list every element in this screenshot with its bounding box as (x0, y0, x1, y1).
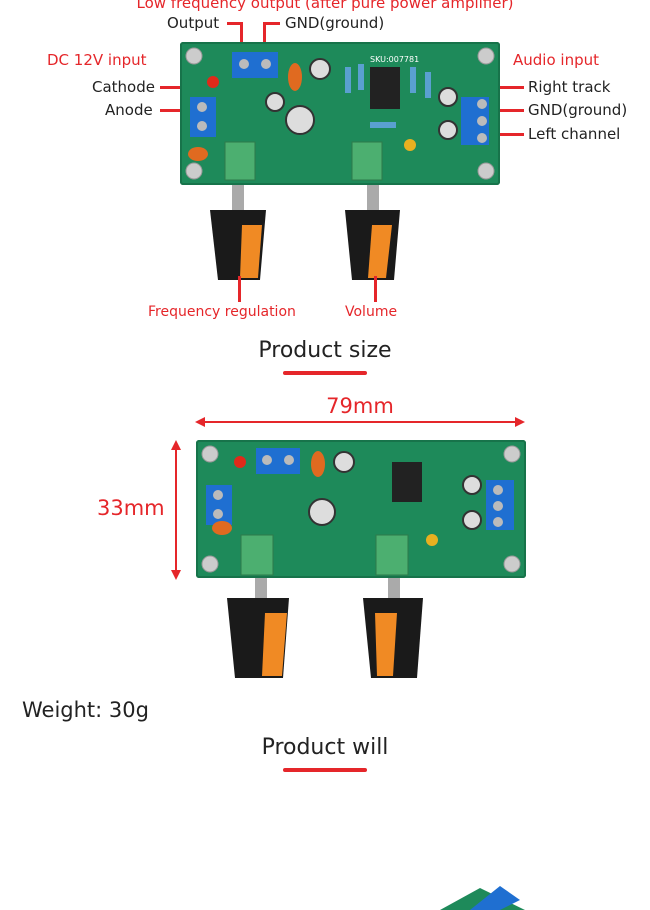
pcb-components: SKU:007781 (185, 47, 495, 181)
width-arrow (195, 417, 525, 427)
label-anode: Anode (105, 101, 153, 119)
label-frequency-regulation: Frequency regulation (148, 304, 296, 320)
height-dimension-label: 33mm (97, 496, 165, 520)
board-sku: SKU:007781 (370, 55, 419, 64)
knobs-image-2 (227, 578, 423, 678)
pcb-components-2 (201, 445, 521, 576)
label-gnd-right: GND(ground) (528, 101, 628, 119)
label-volume: Volume (345, 304, 398, 320)
pcb-board-image-2 (196, 440, 526, 578)
product-will-title: Product will (261, 735, 389, 760)
width-dimension-label: 79mm (326, 394, 394, 418)
label-output: Output (167, 14, 220, 32)
partial-board-image (440, 886, 525, 910)
product-size-title: Product size (258, 338, 392, 363)
knobs-image (210, 185, 400, 280)
label-gnd-top: GND(ground) (285, 14, 385, 32)
weight-label: Weight: 30g (22, 698, 149, 722)
height-arrow (171, 440, 181, 580)
pcb-board-image: SKU:007781 (180, 42, 500, 185)
label-left-channel: Left channel (528, 125, 621, 143)
label-right-track: Right track (528, 78, 611, 96)
label-audio-input: Audio input (513, 51, 599, 69)
top-caption: Low frequency output (after pure power a… (136, 0, 514, 12)
label-dc-input: DC 12V input (47, 51, 147, 69)
label-cathode: Cathode (92, 78, 155, 96)
